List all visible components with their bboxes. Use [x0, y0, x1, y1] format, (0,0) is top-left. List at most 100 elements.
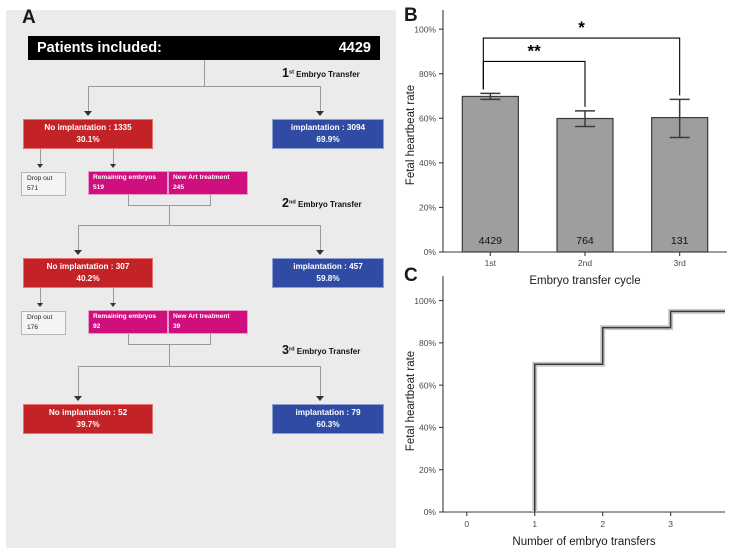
arrow-down-right2 [316, 250, 324, 255]
new-art-treatment-cycle1-label: New Art treatment [173, 174, 230, 182]
stage-label-3: 3rd Embryo Transfer [282, 343, 360, 357]
no-implantation-cycle1-count: No implantation : 1335 [44, 123, 132, 133]
connector-v-right3 [320, 366, 321, 396]
bar-3rd [651, 117, 709, 253]
y-tick-label-c-80: 80% [419, 338, 436, 348]
x-tick-label-b-2nd: 2nd [578, 258, 592, 268]
bar-count-label-1st: 4429 [479, 235, 503, 247]
bar-count-label-3rd: 131 [671, 235, 689, 247]
connector-v-left2 [78, 225, 79, 250]
dropout-cycle1-box: Drop out 571 [21, 172, 66, 196]
patients-included-header: Patients included: 4429 [28, 36, 380, 60]
arrow-down-dropout1 [37, 164, 43, 168]
no-implantation-cycle2-box: No implantation : 307 40.2% [23, 258, 153, 288]
panel-b-letter: B [404, 5, 418, 26]
panel-a-letter: A [22, 7, 36, 28]
y-tick-label-c-60: 60% [419, 380, 436, 390]
implantation-cycle1-percent: 69.9% [316, 135, 340, 144]
y-tick-label-b-20: 20% [419, 203, 436, 213]
connector-v-dropout1 [40, 149, 41, 165]
implantation-cycle1-count: implantation : 3094 [290, 123, 366, 133]
x-axis-title-c: Number of embryo transfers [512, 536, 655, 548]
no-implantation-cycle3-box: No implantation : 52 39.7% [23, 404, 153, 434]
no-implantation-cycle1-box: No implantation : 1335 30.1% [23, 119, 153, 149]
implantation-cycle3-box: implantation : 79 60.3% [272, 404, 384, 434]
stage-3-ordinal: 3 [282, 343, 289, 357]
arrow-down-right3 [316, 396, 324, 401]
connector-v-right2 [320, 225, 321, 250]
patients-included-value: 4429 [338, 40, 371, 56]
connector-h-split1 [88, 86, 320, 87]
no-implantation-cycle2-count: No implantation : 307 [46, 262, 130, 272]
error-bar-3rd [669, 98, 690, 139]
bar-count-label-2nd: 764 [576, 235, 594, 247]
arrow-down-remaining1 [110, 164, 116, 168]
remaining-embryos-cycle2-value: 92 [93, 323, 101, 330]
x-tick-label-b-3rd: 3rd [674, 258, 687, 268]
stage-label-2: 2nd Embryo Transfer [282, 196, 362, 210]
stage-label-1: 1st Embryo Transfer [282, 66, 360, 80]
x-tick-label-c-3: 3 [668, 519, 673, 529]
patients-included-label: Patients included: [37, 40, 162, 56]
connector-v-merge2-right [210, 334, 211, 345]
step-line [533, 310, 725, 512]
remaining-embryos-cycle1-label: Remaining embryos [93, 174, 157, 182]
significance-bracket-path-2 [482, 37, 681, 96]
step-confidence-band [532, 308, 725, 512]
no-implantation-cycle3-count: No implantation : 52 [48, 408, 128, 418]
connector-v-root3 [169, 344, 170, 366]
implantation-cycle2-box: implantation : 457 59.8% [272, 258, 384, 288]
error-bar-2nd [575, 110, 595, 128]
stage-2-text: Embryo Transfer [298, 200, 362, 209]
new-art-treatment-cycle1-box: New Art treatment 245 [168, 171, 248, 195]
new-art-treatment-cycle2-box: New Art treatment 39 [168, 310, 248, 334]
stage-2-ordinal: 2 [282, 196, 289, 210]
implantation-cycle2-percent: 59.8% [316, 274, 340, 283]
bar-1st [461, 95, 519, 253]
significance-star-2: * [578, 18, 585, 37]
implantation-cycle1-box: implantation : 3094 69.9% [272, 119, 384, 149]
y-tick-label-c-40: 40% [419, 423, 436, 433]
panel-c-letter: C [404, 265, 418, 286]
x-tick-label-c-1: 1 [532, 519, 537, 529]
connector-v-root1 [204, 60, 205, 86]
remaining-embryos-cycle1-box: Remaining embryos 519 [88, 171, 168, 195]
stage-3-text: Embryo Transfer [296, 347, 361, 356]
stage-1-ordinal: 1 [282, 66, 289, 80]
connector-h-split2 [78, 225, 320, 226]
stage-2-suffix: nd [288, 199, 296, 206]
arrow-down-remaining2 [110, 303, 116, 307]
bar-chart-svg: 0%20%40%60%80%100%44291st7642nd1313rd***… [405, 10, 727, 287]
bar-2nd [556, 117, 614, 253]
dropout-cycle2-label: Drop out [27, 314, 53, 322]
connector-h-split3 [78, 366, 320, 367]
connector-v-merge2-left [128, 334, 129, 345]
no-implantation-cycle1-percent: 30.1% [76, 135, 100, 144]
arrow-down-right1 [316, 111, 324, 116]
new-art-treatment-cycle2-value: 39 [173, 323, 181, 330]
y-tick-label-b-100: 100% [414, 24, 436, 34]
connector-v-right1 [320, 86, 321, 112]
no-implantation-cycle2-percent: 40.2% [76, 274, 100, 283]
connector-v-merge1-right [210, 195, 211, 206]
dropout-cycle2-value: 176 [27, 324, 39, 331]
no-implantation-cycle3-percent: 39.7% [76, 420, 100, 429]
arrow-down-left3 [74, 396, 82, 401]
dropout-cycle1-label: Drop out [27, 175, 53, 183]
remaining-embryos-cycle2-box: Remaining embryos 92 [88, 310, 168, 334]
implantation-cycle3-percent: 60.3% [316, 420, 340, 429]
y-tick-label-c-100: 100% [414, 296, 436, 306]
connector-v-left1 [88, 86, 89, 112]
new-art-treatment-cycle2-label: New Art treatment [173, 313, 230, 321]
stage-1-suffix: st [288, 69, 294, 76]
implantation-cycle2-count: implantation : 457 [293, 262, 363, 272]
y-tick-label-c-0: 0% [424, 507, 437, 517]
stage-3-suffix: rd [288, 346, 295, 353]
connector-v-left3 [78, 366, 79, 396]
remaining-embryos-cycle2-label: Remaining embryos [93, 313, 157, 321]
arrow-down-left1 [84, 111, 92, 116]
dropout-cycle2-box: Drop out 176 [21, 311, 66, 335]
